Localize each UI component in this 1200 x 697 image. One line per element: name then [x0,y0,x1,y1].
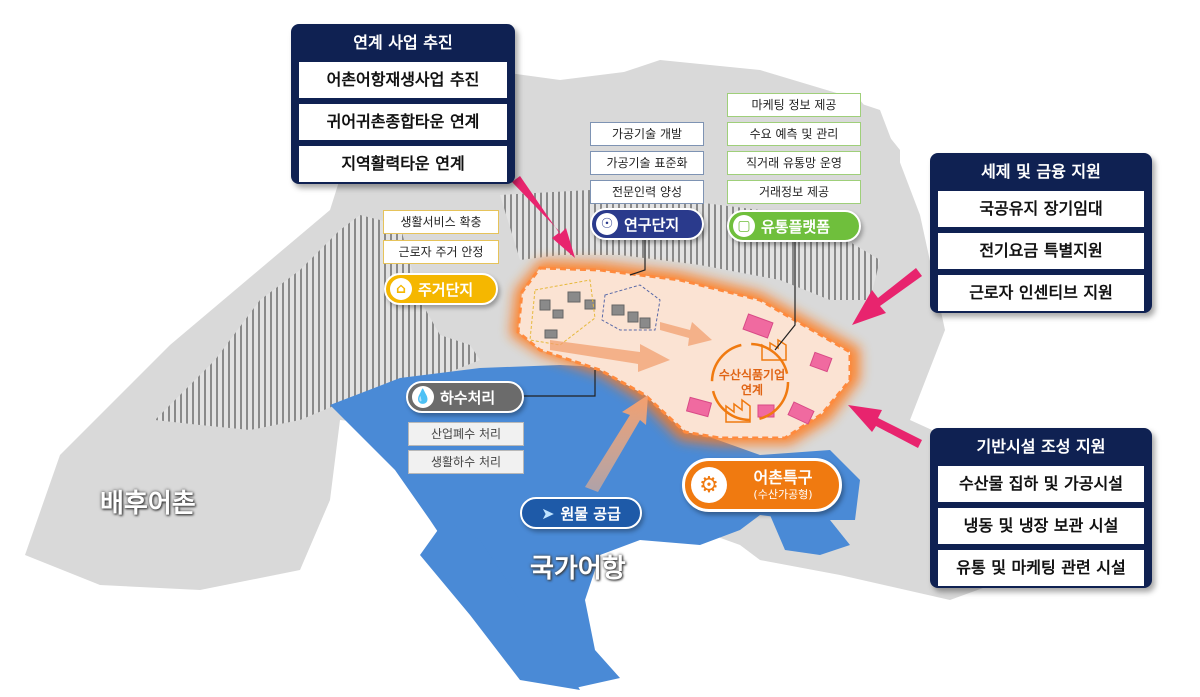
gear-cycle-icon: ⚙ [691,467,727,503]
linked-project-item: 귀어귀촌종합타운 연계 [299,104,507,140]
tax-finance-box: 세제 및 금융 지원 국공유지 장기임대 전기요금 특별지원 근로자 인센티브 … [930,153,1152,313]
research-item: 가공기술 표준화 [590,151,704,175]
center-label-line1: 수산식품기업 [718,368,786,382]
distribution-item: 거래정보 제공 [727,180,861,204]
port-label: 국가어항 [530,554,626,584]
tax-finance-item: 전기요금 특별지원 [938,233,1144,269]
linked-projects-title: 연계 사업 추진 [353,33,453,52]
residential-outline [529,279,596,346]
center-label-line2: 연계 [740,383,764,397]
center-cycle [710,342,790,422]
sewage-label: 하수처리 [440,388,496,407]
lightbulb-icon: ☉ [596,213,618,235]
house-icon: ⌂ [390,278,412,300]
sewage-item: 생활하수 처리 [408,450,524,474]
leader-lines [495,240,796,397]
linked-projects-box: 연계 사업 추진 어촌어항재생사업 추진 귀어귀촌종합타운 연계 지역활력타운 … [291,24,515,184]
research-item: 가공기술 개발 [590,122,704,146]
water-lower-left [420,520,580,690]
tax-finance-title: 세제 및 금융 지원 [981,162,1101,181]
research-item: 전문인력 양성 [590,180,704,204]
special-zone-subtitle: (수산가공형) [753,488,813,501]
infrastructure-item: 냉동 및 냉장 보관 시설 [938,508,1144,544]
center-label: 수산식품기업 연계 [712,368,792,398]
tax-finance-item: 국공유지 장기임대 [938,191,1144,227]
distribution-item: 마케팅 정보 제공 [727,93,861,117]
special-zone-badge: ⚙ 어촌특구 (수산가공형) [682,458,842,512]
distribution-item: 수요 예측 및 관리 [727,122,861,146]
water-drop-icon: 💧 [412,386,434,408]
residential-pill: ⌂ 주거단지 [384,273,498,305]
infrastructure-title: 기반시설 조성 지원 [976,437,1106,456]
linked-project-item: 어촌어항재생사업 추진 [299,62,507,98]
striped-land-left [155,215,480,430]
raw-supply-label: 원물 공급 [560,504,621,523]
research-outline [601,284,661,331]
box-icon: ▢ [733,215,755,237]
research-label: 연구단지 [624,215,680,234]
special-zone-title: 어촌특구 [753,468,813,487]
infrastructure-item: 수산물 집하 및 가공시설 [938,466,1144,502]
flow-arrow-2 [660,322,712,346]
distribution-item: 직거래 유통망 운영 [727,151,861,175]
residential-label: 주거단지 [418,280,474,299]
distribution-label: 유통플랫폼 [761,217,831,236]
water-right-inlet [770,515,850,555]
residential-item: 근로자 주거 안정 [383,240,499,264]
sewage-pill: 💧 하수처리 [406,381,524,413]
village-label: 배후어촌 [100,489,196,519]
residential-item: 생활서비스 확충 [383,210,499,234]
factory-icon-top [761,338,787,361]
pink-pointer-arrows [512,176,922,448]
sewage-item: 산업폐수 처리 [408,422,524,446]
research-pill: ☉ 연구단지 [590,208,704,240]
linked-project-item: 지역활력타운 연계 [299,146,507,182]
zone-buildings [539,291,651,339]
tax-finance-item: 근로자 인센티브 지원 [938,275,1144,311]
distribution-pill: ▢ 유통플랫폼 [727,210,861,242]
special-zone-area [516,266,852,440]
fish-icon: ➤ [541,503,555,523]
raw-supply-pill: ➤ 원물 공급 [520,497,642,529]
factory-icon-bottom [725,398,751,423]
raw-supply-arrow [585,395,648,492]
infrastructure-box: 기반시설 조성 지원 수산물 집하 및 가공시설 냉동 및 냉장 보관 시설 유… [930,428,1152,588]
flow-arrow-1 [550,340,670,372]
infrastructure-item: 유통 및 마케팅 관련 시설 [938,550,1144,586]
